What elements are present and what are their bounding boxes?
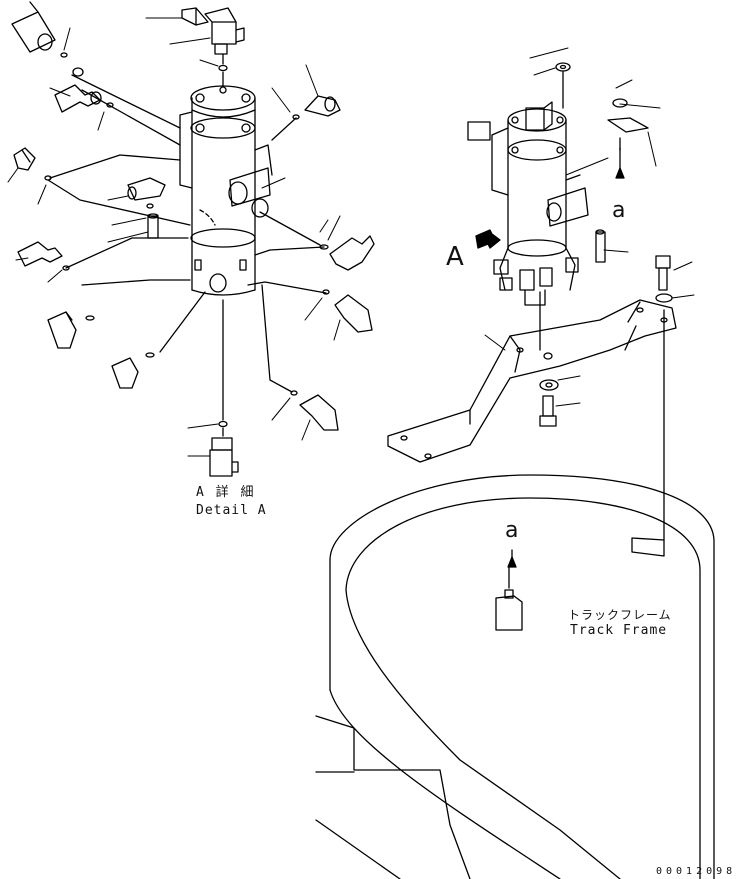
detail-a-label-en: Detail A: [196, 503, 267, 518]
bottom-port: [210, 274, 226, 292]
swivel-joint: [230, 168, 270, 206]
tee-fitting-left: [14, 148, 35, 170]
plug-valve-top-left: [12, 2, 55, 52]
arrow-label-a-upper: a: [612, 198, 626, 223]
mounting-bracket: [388, 300, 676, 540]
straight-connector-1: [128, 178, 165, 200]
bottom-fitting: [210, 422, 238, 477]
track-frame-label-en: Track Frame: [570, 623, 668, 638]
valve-body: [192, 98, 255, 238]
elbow-fitting-right-top: [305, 96, 340, 116]
elbow-fitting-3: [48, 312, 76, 348]
detail-a-label-jp: A 詳 細: [196, 485, 256, 500]
pipe-upper: [72, 75, 180, 145]
track-frame-label-jp: トラックフレーム: [568, 608, 672, 622]
tee-fitting-upper: [182, 8, 208, 25]
bolt-lower: [540, 380, 558, 426]
stopper-block: [632, 538, 664, 556]
view-a-arrow: [476, 230, 500, 248]
elbow-fitting-1: [55, 85, 101, 112]
elbow-fitting-4: [112, 358, 138, 388]
track-frame: [316, 475, 714, 879]
main-valve-assembly: [468, 63, 648, 350]
small-plate-a: [608, 118, 648, 132]
elbow-fitting-right-bottom: [300, 395, 338, 430]
leader-lines-detail-a: [8, 18, 340, 456]
top-tee-fitting: [205, 8, 244, 86]
bolt-upper-right: [656, 256, 672, 302]
elbow-fitting-right-mid: [330, 236, 374, 270]
detail-a-valve-assembly: [12, 2, 374, 476]
view-a-marker: A: [446, 242, 464, 272]
dowel-pin: [596, 232, 605, 262]
stopper-block-a: [496, 596, 522, 630]
elbow-fitting-2: [18, 242, 62, 266]
drawing-code: 00012098: [656, 866, 736, 877]
valve-top-cap: [191, 86, 255, 110]
arrow-label-a-lower: a: [505, 518, 519, 543]
elbow-fitting-right-low: [335, 295, 372, 332]
